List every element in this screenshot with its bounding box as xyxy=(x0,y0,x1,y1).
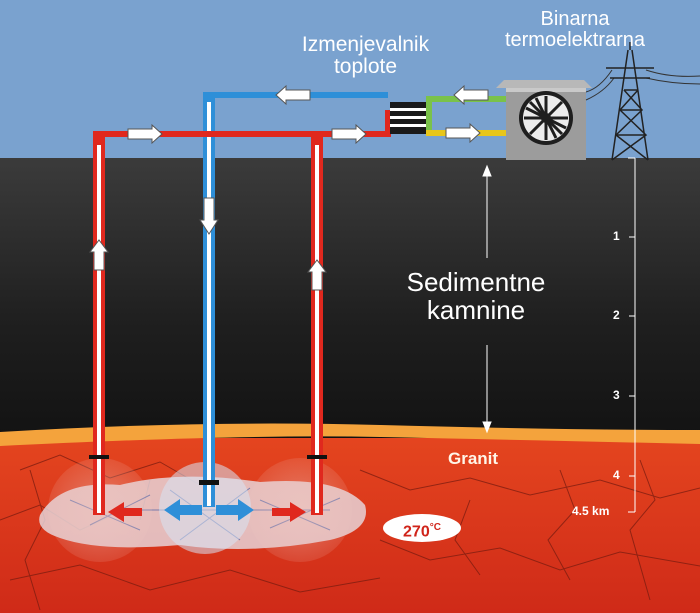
arrow-right-icon xyxy=(445,122,481,144)
granite-label: Granit xyxy=(448,449,499,468)
sedimentary-label-line1: Sedimentne xyxy=(406,267,546,297)
arrow-right-icon xyxy=(127,123,163,145)
arrow-right-icon xyxy=(216,499,254,521)
heat-exchanger-label-line2: toplote xyxy=(333,55,398,79)
arrow-up-icon xyxy=(307,259,327,291)
temperature-badge: 270°C xyxy=(383,514,461,542)
reservoir-flow-arrows xyxy=(108,499,306,522)
production-well-right xyxy=(307,135,327,515)
arrow-left-icon xyxy=(164,499,202,521)
heat-exchanger-label-line1: Izmenjevalnik xyxy=(301,33,430,56)
binary-power-plant xyxy=(496,80,592,160)
binary-plant-label-line1: Binarna xyxy=(540,8,610,30)
hot-pipe-riser xyxy=(385,110,391,137)
sedimentary-label-line2: kamnine xyxy=(426,295,526,326)
sedimentary-layer xyxy=(0,158,700,443)
granite-cracks xyxy=(0,454,700,611)
depth-bottom-label: 4.5 km xyxy=(572,504,610,518)
sedimentary-rocks-label: Sedimentne kamnine xyxy=(406,268,546,324)
arrow-right-icon xyxy=(272,502,306,522)
binary-plant-label: Binarna termoelektrarna xyxy=(470,9,680,51)
temperature-unit: °C xyxy=(429,522,441,533)
injection-well xyxy=(199,92,219,507)
heat-exchanger-icon xyxy=(390,102,426,134)
arrow-up-icon xyxy=(89,239,109,271)
arrow-down-icon xyxy=(199,197,219,235)
heat-exchanger-label: Izmenjevalnik toplote xyxy=(298,33,433,79)
arrow-left-icon xyxy=(275,84,311,106)
arrow-left-icon xyxy=(108,502,142,522)
depth-tick-2: 2 xyxy=(613,308,620,322)
sedimentary-thickness-arrow xyxy=(482,164,492,434)
temperature-value: 270 xyxy=(403,523,430,541)
transmission-tower-icon xyxy=(606,42,654,161)
arrow-right-icon xyxy=(331,123,367,145)
depth-scale xyxy=(628,157,636,513)
hot-surface-pipe xyxy=(93,131,391,137)
depth-tick-1: 1 xyxy=(613,229,620,243)
binary-plant-label-line2: termoelektrarna xyxy=(504,29,646,51)
production-well-left xyxy=(89,135,109,515)
granite-boundary-band xyxy=(0,423,700,446)
flow-arrows xyxy=(89,84,489,291)
depth-tick-4: 4 xyxy=(613,468,620,482)
power-line xyxy=(585,69,700,101)
arrow-left-icon xyxy=(453,84,489,106)
depth-tick-3: 3 xyxy=(613,388,620,402)
